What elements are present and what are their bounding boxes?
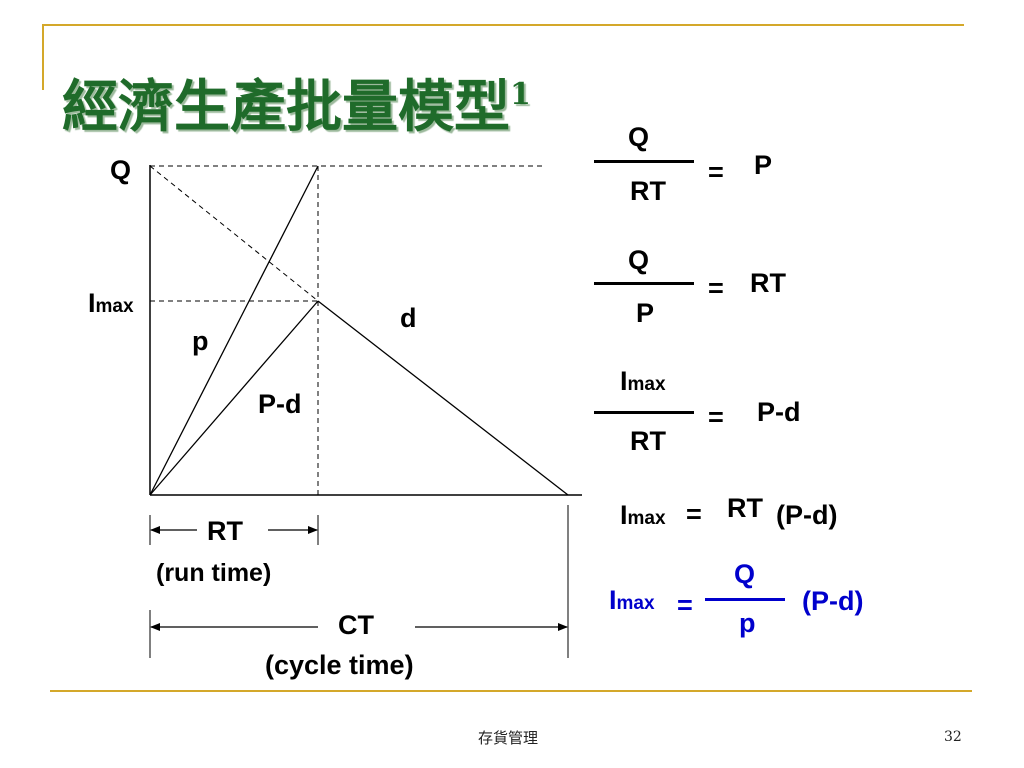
run-time-label: (run time) [156,559,272,587]
f2-equals: = [708,273,724,303]
imax-subscript: max [95,296,134,317]
f4-rt: RT [727,493,763,523]
p-line-label: p [192,326,209,356]
f1-equals: = [708,157,724,187]
f3-numerator: Imax [620,366,666,400]
f4-lhs: Imax [620,500,666,534]
page-number: 32 [944,729,962,745]
slide-title-text: 經濟生產批量模型 [62,74,510,140]
f1-fraction-bar [594,160,694,163]
f3-num-main: I [620,366,628,396]
pd-line-label: P-d [258,389,302,419]
f1-numerator: Q [628,122,650,152]
f1-denominator: RT [630,176,666,206]
f5-lhs-main: I [609,585,617,615]
f3-num-sub: max [627,374,666,395]
rt-label: RT [207,516,243,546]
f2-fraction-bar [594,282,694,285]
cycle-time-label: (cycle time) [265,650,414,680]
f5-lhs-sub: max [616,593,655,614]
title-superscript: 1 [510,77,531,112]
f4-lhs-main: I [620,500,628,530]
f3-equals: = [708,402,724,432]
footer-label: 存貨管理 [478,729,539,747]
f5-fraction-bar [705,598,785,601]
footer-divider [50,690,972,692]
slide-title: 經濟生產批量模型1 [62,62,531,140]
f2-numerator: Q [628,245,650,275]
f4-equals: = [686,499,702,529]
f1-rhs: P [754,150,773,180]
f3-fraction-bar [594,411,694,414]
f3-denominator: RT [630,426,666,456]
ct-label: CT [338,610,374,640]
f4-rhs: (P-d) [776,500,838,530]
f5-equals: = [677,590,693,620]
production-line-p [149,165,319,496]
imax-axis-label: Imax [88,288,134,322]
left-border-line [42,24,44,90]
f2-rhs: RT [750,268,786,298]
imax-main: I [88,288,96,318]
f4-lhs-sub: max [627,508,666,529]
inventory-depletion-line [317,300,569,496]
f5-numerator: Q [734,559,756,589]
d-line-label: d [400,303,417,333]
f3-rhs: P-d [757,397,801,427]
q-axis-label: Q [110,155,132,185]
inventory-buildup-line [149,300,319,496]
f2-denominator: P [636,298,655,328]
f5-rhs: (P-d) [802,586,864,616]
top-border-line [42,24,964,26]
f5-lhs: Imax [609,585,655,619]
f5-denominator: p [739,608,756,638]
demand-dashed-line [149,165,319,302]
